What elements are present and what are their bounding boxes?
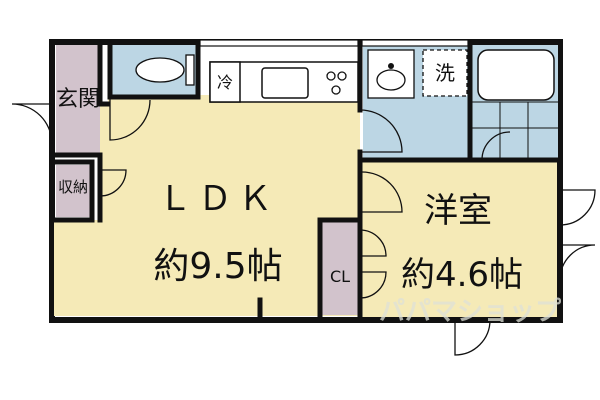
entrance-door[interactable] [11, 103, 53, 145]
storage-floor [56, 165, 90, 217]
washbasin-drain [388, 63, 394, 69]
room-label-storage: 収納 [58, 178, 88, 196]
washroom-door[interactable] [359, 109, 403, 153]
right-window-upper[interactable] [559, 189, 596, 226]
ldk-floor [54, 95, 360, 316]
watermark: パパマショップ [379, 297, 562, 327]
balcony-door[interactable] [454, 319, 491, 356]
western-room-door[interactable] [361, 171, 403, 213]
fixture-label-fridge: 冷 [217, 73, 233, 92]
toilet-bowl-icon [135, 57, 185, 83]
washbasin-icon [376, 69, 406, 91]
stove-burner-icon [326, 71, 336, 81]
room-size-ldk: 約9.5帖 [153, 246, 282, 287]
room-size-western: 約4.6帖 [401, 255, 523, 295]
fixture-label-washer: 洗 [435, 61, 455, 85]
right-window-lower[interactable] [559, 244, 596, 281]
interior-walls [51, 39, 563, 323]
kitchen-sink [261, 67, 309, 99]
toilet-tank [185, 54, 195, 86]
room-label-entrance-1: 玄関 [56, 87, 100, 112]
top-windows [199, 39, 469, 47]
doors [11, 97, 596, 356]
stove-burner-icon [337, 71, 347, 81]
fridge-box [209, 61, 241, 103]
bathroom-door[interactable] [481, 131, 511, 161]
bathtub-icon [477, 49, 555, 101]
closet-door[interactable] [359, 229, 387, 257]
storage-door[interactable] [99, 169, 127, 197]
closet-door[interactable] [359, 271, 387, 299]
entrance-floor [56, 45, 100, 153]
closet-floor [322, 222, 358, 315]
room-label-closet: CL [330, 267, 350, 286]
stove-burner-icon [331, 85, 341, 95]
bath-floor-tiles [472, 101, 558, 158]
room-label-ldk: ＬＤＫ [158, 179, 278, 219]
toilet-door[interactable] [109, 97, 151, 141]
room-label-western: 洋室 [424, 191, 492, 231]
washer-space [422, 49, 468, 97]
